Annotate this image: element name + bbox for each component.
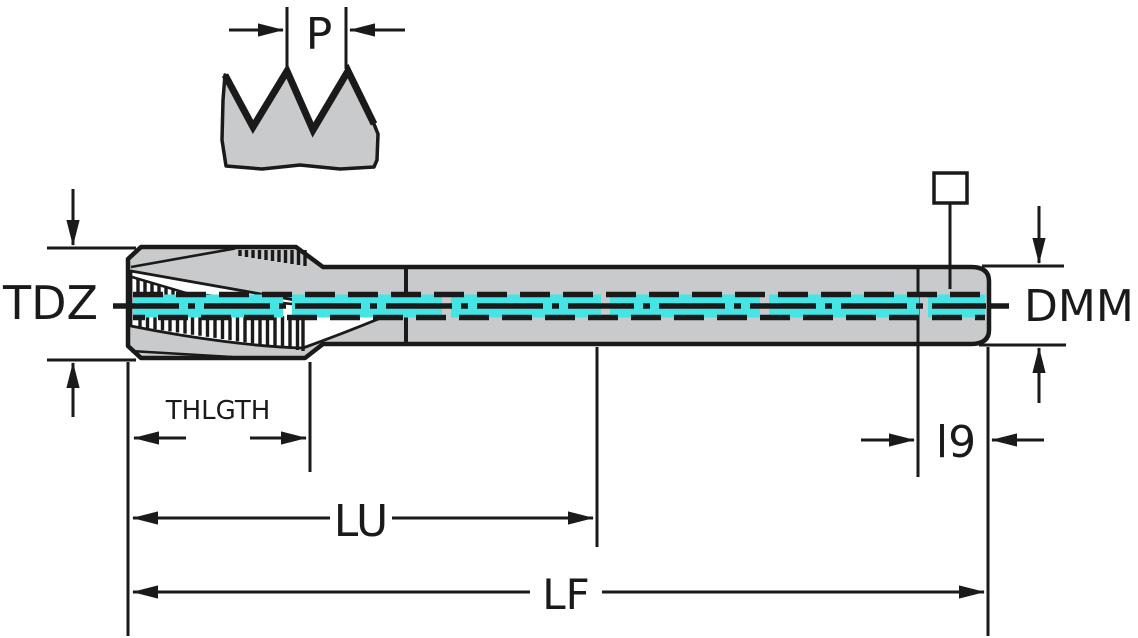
lead-taper-top [130, 247, 236, 269]
lu-label: LU [334, 496, 389, 547]
tap-body [125, 244, 992, 477]
thread-teeth-upper [136, 278, 182, 298]
centerline [113, 291, 1009, 321]
lead-taper-bottom [130, 349, 233, 359]
lf-label: LF [542, 570, 590, 619]
thread-teeth-bottom [138, 316, 305, 351]
l9-dimension: l9 [861, 417, 1044, 468]
extension-lines [126, 347, 990, 636]
dmm-label: DMM [1024, 281, 1134, 332]
pitch-label: P [306, 9, 333, 60]
square-drive-symbol [932, 171, 969, 289]
square-drive-icon [932, 171, 969, 205]
tdz-label: TDZ [2, 276, 98, 330]
thread-teeth-top-right [238, 250, 307, 266]
lu-dimension: LU [132, 496, 594, 547]
thread-profile-crest-line [221, 63, 378, 138]
l9-label: l9 [936, 417, 976, 468]
dmm-dimension: DMM [979, 206, 1134, 403]
thlgth-label: THLGTH [165, 396, 271, 426]
thread-profile-detail [220, 63, 380, 171]
pitch-dimension: P [229, 7, 405, 69]
thlgth-dimension: THLGTH [133, 396, 307, 445]
lf-dimension: LF [132, 570, 985, 619]
tdz-dimension: TDZ [2, 189, 136, 417]
